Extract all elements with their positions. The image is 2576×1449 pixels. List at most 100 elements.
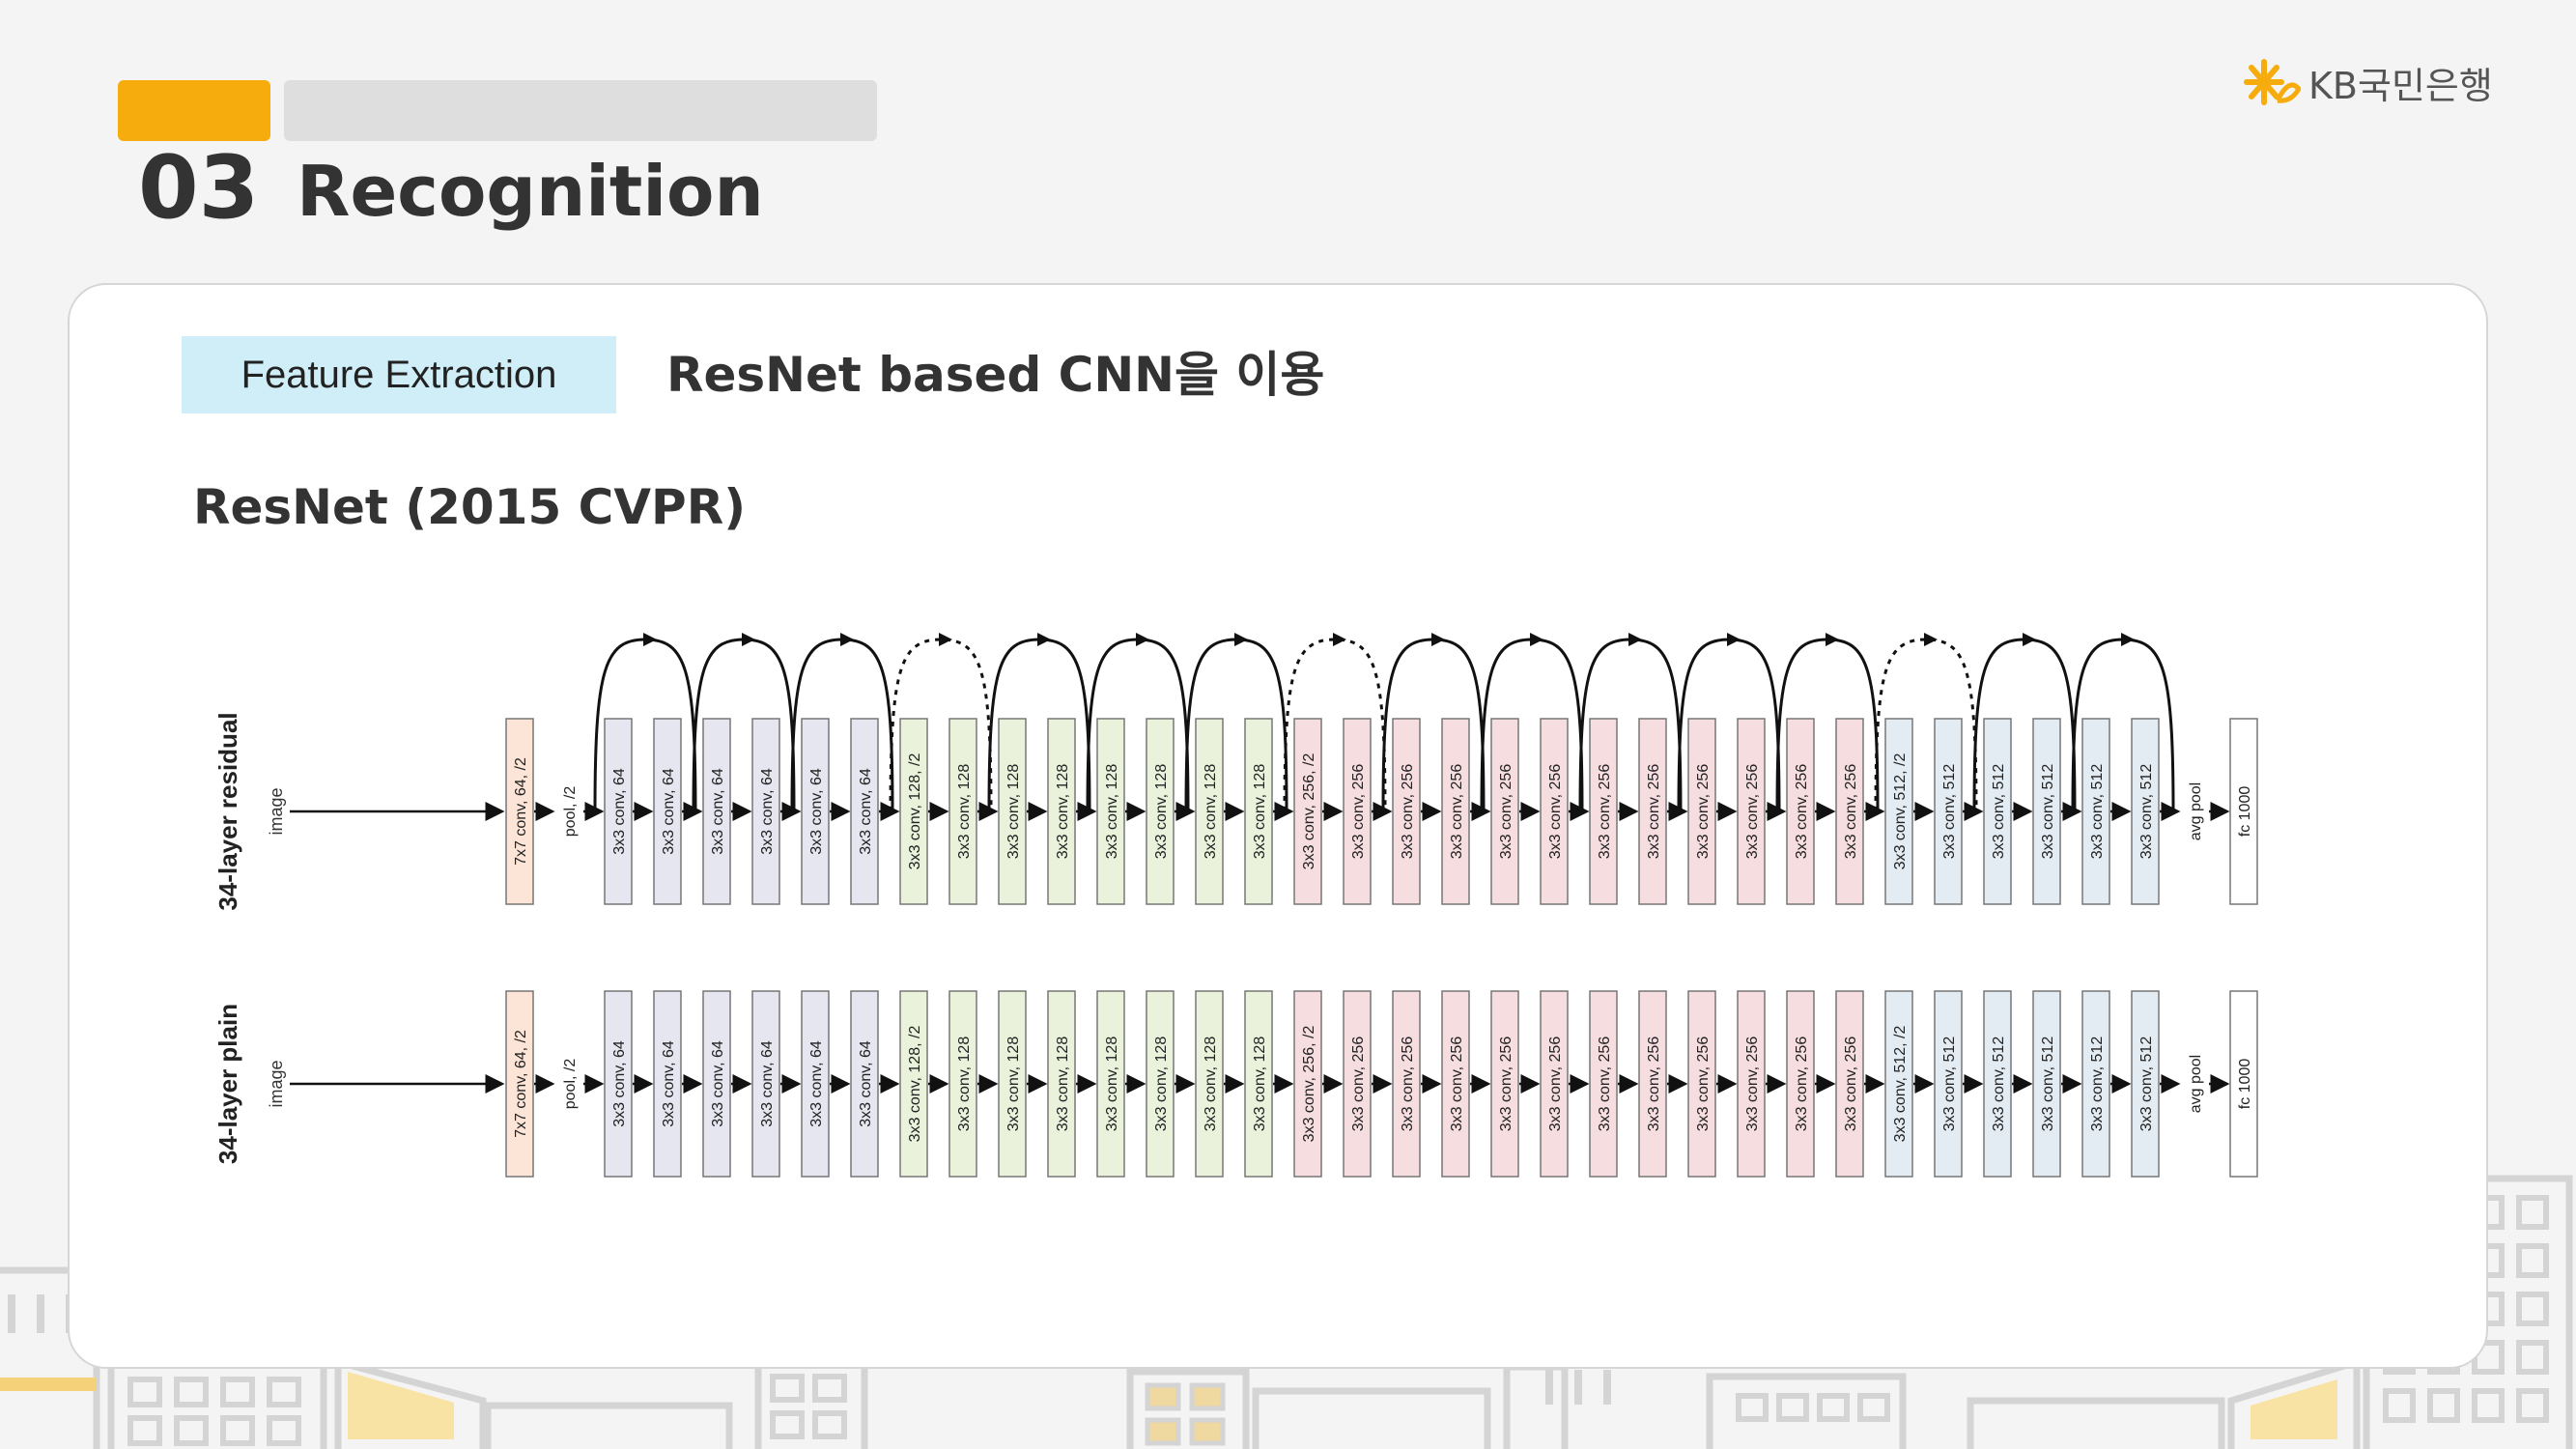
shortcut-connection <box>1283 638 1387 812</box>
building-window <box>267 1415 301 1446</box>
building-window <box>1189 1417 1226 1446</box>
layer-label: 3x3 conv, 512 <box>2040 1037 2056 1132</box>
layer-block <box>1884 718 1913 905</box>
building-window <box>2250 1379 2337 1439</box>
layer-block <box>850 990 879 1178</box>
building-window <box>1574 1370 1582 1405</box>
layer-label: 3x3 conv, 128 <box>1055 764 1071 860</box>
layer-label: 3x3 conv, 256 <box>1498 1037 1514 1132</box>
layer-label: 7x7 conv, 64, /2 <box>513 757 529 866</box>
shortcut-arrowhead <box>1924 633 1938 646</box>
layer-label: 3x3 conv, 128 <box>956 764 973 860</box>
layer-block <box>1343 990 1372 1178</box>
layer-block <box>850 718 879 905</box>
layer-label: fc 1000 <box>2237 1059 2253 1110</box>
shortcut-arrowhead <box>2023 633 2036 646</box>
layer-block <box>1983 990 2012 1178</box>
section-title: Recognition <box>297 151 764 232</box>
layer-block <box>998 990 1027 1178</box>
layer-label: avg pool <box>2188 782 2204 841</box>
layer-label: 3x3 conv, 256 <box>1646 1037 1662 1132</box>
layer-label: pool, /2 <box>562 786 579 838</box>
kb-star-icon <box>2244 58 2301 105</box>
building-window <box>127 1377 162 1407</box>
layer-label: 3x3 conv, 256 <box>1794 764 1810 860</box>
layer-block <box>1540 990 1569 1178</box>
layer-block <box>899 718 928 905</box>
layer-block <box>604 718 633 905</box>
building-shape <box>484 1402 733 1449</box>
layer-block <box>1244 718 1273 905</box>
layer-label: 3x3 conv, 128 <box>1104 764 1120 860</box>
layer-block <box>1096 990 1125 1178</box>
layer-label: 3x3 conv, 512 <box>2089 764 2106 860</box>
building-shape <box>1967 1397 2225 1449</box>
input-image-label: image <box>267 1060 286 1107</box>
layer-block <box>1737 990 1766 1178</box>
shortcut-arrowhead <box>1431 633 1445 646</box>
layer-block <box>751 718 780 905</box>
building-shape <box>1252 1387 1491 1449</box>
building-window <box>1145 1417 1181 1446</box>
building-window <box>1145 1382 1181 1411</box>
layer-label: 3x3 conv, 128 <box>1252 764 1268 860</box>
layer-label: 3x3 conv, 256 <box>1597 764 1613 860</box>
layer-label: 3x3 conv, 512 <box>2138 764 2155 860</box>
layer-block <box>1934 990 1963 1178</box>
shortcut-arrowhead <box>2121 633 2135 646</box>
layer-label: 3x3 conv, 512 <box>1991 1037 2007 1132</box>
shortcut-arrowhead <box>1234 633 1248 646</box>
headline: ResNet based CNN을 이용 <box>666 347 1325 403</box>
building-window <box>174 1415 209 1446</box>
layer-block <box>1392 990 1421 1178</box>
layer-label: fc 1000 <box>2237 786 2253 838</box>
layer-label: 3x3 conv, 256 <box>1597 1037 1613 1132</box>
layer-label: 3x3 conv, 64 <box>808 1040 825 1127</box>
layer-label: 3x3 conv, 256 <box>1547 1037 1564 1132</box>
shortcut-arrowhead <box>643 633 657 646</box>
layer-label: 3x3 conv, 64 <box>710 1040 726 1127</box>
layer-label: 3x3 conv, 512 <box>2040 764 2056 860</box>
layer-block <box>1737 718 1766 905</box>
building-shape <box>2227 1357 2361 1449</box>
layer-label: 3x3 conv, 256 <box>1794 1037 1810 1132</box>
building-window <box>2516 1243 2549 1278</box>
layer-label: 3x3 conv, 128 <box>1252 1037 1268 1132</box>
building-window <box>1817 1393 1850 1422</box>
shortcut-arrowhead <box>939 633 952 646</box>
building-shape <box>1706 1373 1907 1449</box>
layer-label: 3x3 conv, 256 <box>1843 764 1859 860</box>
layer-label: 3x3 conv, 256 <box>1449 1037 1465 1132</box>
gray-accent-bar <box>284 80 877 141</box>
layer-label: 3x3 conv, 128 <box>1055 1037 1071 1132</box>
building-window <box>2427 1388 2460 1423</box>
layer-block <box>2032 718 2061 905</box>
layer-label: 3x3 conv, 64 <box>858 1040 874 1127</box>
layer-label: 3x3 conv, 128 <box>1153 764 1170 860</box>
layer-block <box>801 990 830 1178</box>
layer-block <box>948 990 977 1178</box>
layer-block <box>2032 990 2061 1178</box>
logo-text: KB국민은행 <box>2308 65 2493 107</box>
layer-label: 3x3 conv, 64 <box>611 1040 628 1127</box>
layer-block <box>1589 718 1618 905</box>
layer-block <box>505 990 534 1178</box>
layer-label: 3x3 conv, 64 <box>858 768 874 855</box>
layer-label: 3x3 conv, 128 <box>1203 764 1219 860</box>
layer-block <box>2081 990 2110 1178</box>
layer-block <box>1441 718 1470 905</box>
layer-block <box>1096 718 1125 905</box>
building-window <box>770 1410 805 1439</box>
shortcut-arrowhead <box>1628 633 1642 646</box>
kb-logo: KB국민은행 <box>2243 56 2493 109</box>
building-window <box>2383 1388 2416 1423</box>
layer-label: 3x3 conv, 64 <box>759 768 776 855</box>
layer-label: 3x3 conv, 512 <box>1991 764 2007 860</box>
layer-block <box>1786 718 1815 905</box>
layer-block <box>2229 990 2258 1178</box>
layer-block <box>2131 718 2160 905</box>
layer-label: 3x3 conv, 256 <box>1498 764 1514 860</box>
building-window <box>1736 1393 1769 1422</box>
layer-block <box>751 990 780 1178</box>
